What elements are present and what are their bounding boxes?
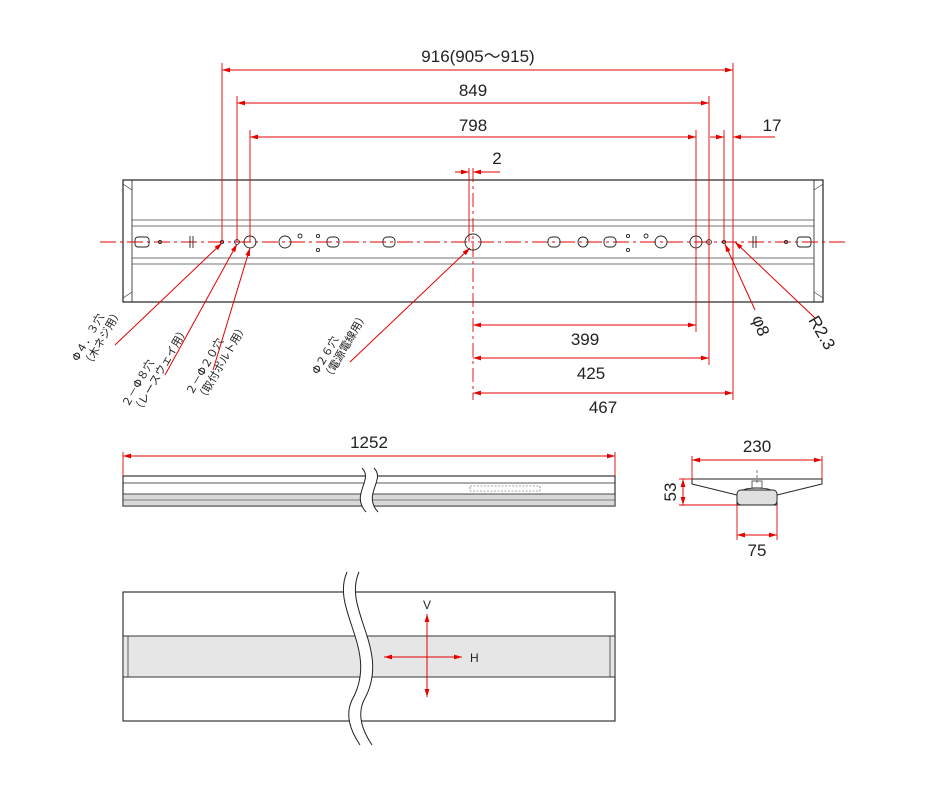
leader-hole-8	[164, 243, 238, 376]
note-hole-8: ２－Φ８穴 （レースウェイ用）	[118, 324, 191, 416]
bottom-view: V H	[122, 571, 616, 746]
dim-75-label: 75	[748, 541, 767, 560]
dim-798-label: 798	[459, 116, 487, 135]
leader-hole-20	[212, 247, 251, 371]
dim-1252-label: 1252	[350, 433, 388, 452]
mounting-holes	[134, 233, 812, 253]
dim-r23-label: R2.3	[805, 313, 839, 354]
dim-53-label: 53	[661, 483, 680, 502]
dim-399-label: 399	[571, 330, 599, 349]
note-hole-20: ２－Φ２０穴 （取付ボルト用）	[182, 321, 249, 404]
end-view-diffuser	[736, 489, 778, 506]
dim-phi8-label: φ8	[748, 313, 773, 339]
dim-425-label: 425	[577, 364, 605, 383]
axis-v-label: V	[423, 598, 431, 612]
dim-467-label: 467	[589, 398, 617, 417]
top-view: 916(905～915) 849 798 17 2 399 425 467 φ8…	[68, 47, 845, 417]
dim-2-label: 2	[492, 149, 501, 168]
dim-916-label: 916(905～915)	[421, 47, 534, 66]
end-view: 230 53 75	[661, 437, 823, 560]
dim-849-label: 849	[459, 81, 487, 100]
note-hole-4-3: Φ４．３穴 （木ネジ用）	[68, 306, 124, 370]
side-view: 1252	[122, 433, 616, 513]
hole-26-center	[464, 233, 482, 251]
note-hole-26: Φ２６穴 （電源電線用）	[308, 309, 370, 383]
dim-230-label: 230	[743, 437, 771, 456]
leader-phi8	[724, 243, 756, 311]
leader-hole-26	[349, 247, 471, 363]
axis-h-label: H	[470, 651, 479, 665]
leader-hole-4-3	[114, 242, 223, 346]
leader-r23	[734, 241, 816, 319]
dim-17-label: 17	[763, 116, 782, 135]
